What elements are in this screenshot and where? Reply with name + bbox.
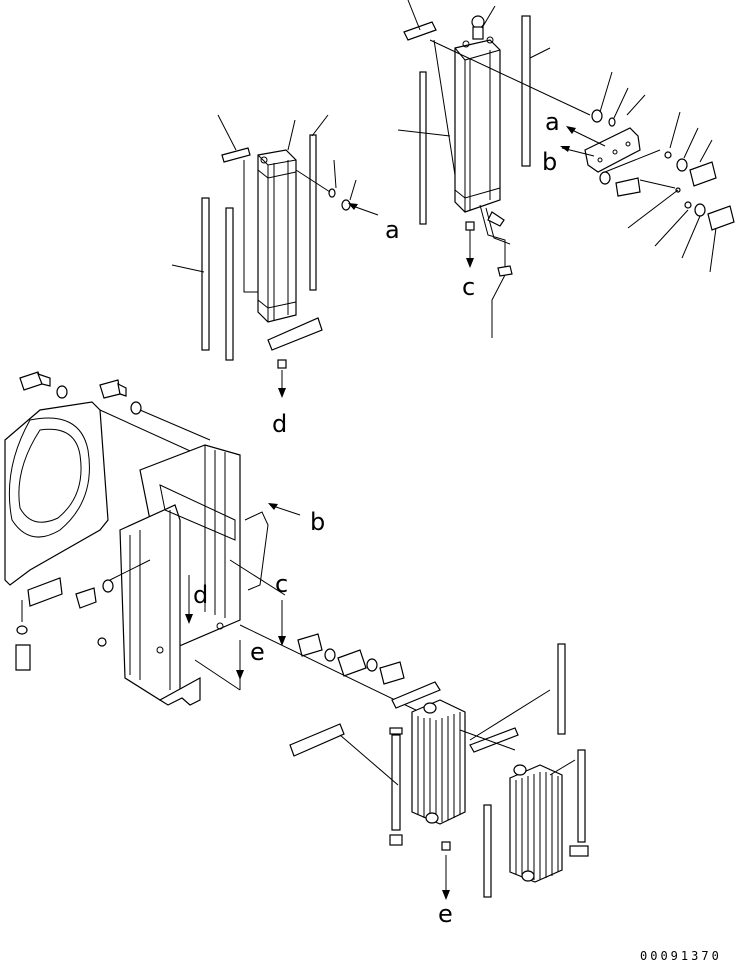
label-b-mid: b <box>310 508 325 536</box>
radiator-assembly: e <box>239 624 589 928</box>
label-e-bottom: e <box>438 900 453 928</box>
tank-assembly: a b c <box>397 0 735 338</box>
drawing-code: 00091370 <box>640 949 722 963</box>
label-e-mid: e <box>250 638 265 666</box>
oil-cooler-assembly: a d <box>171 114 400 438</box>
vertical-strip <box>521 15 531 167</box>
label-a-mid: a <box>385 216 400 244</box>
label-b-top: b <box>542 148 557 176</box>
label-d-top: d <box>272 410 287 438</box>
label-d-mid: d <box>193 581 208 609</box>
label-c-top: c <box>462 273 475 301</box>
shroud-and-frame: b c d e <box>4 371 325 706</box>
label-c-mid: c <box>275 570 288 598</box>
label-a-top: a <box>545 108 560 136</box>
